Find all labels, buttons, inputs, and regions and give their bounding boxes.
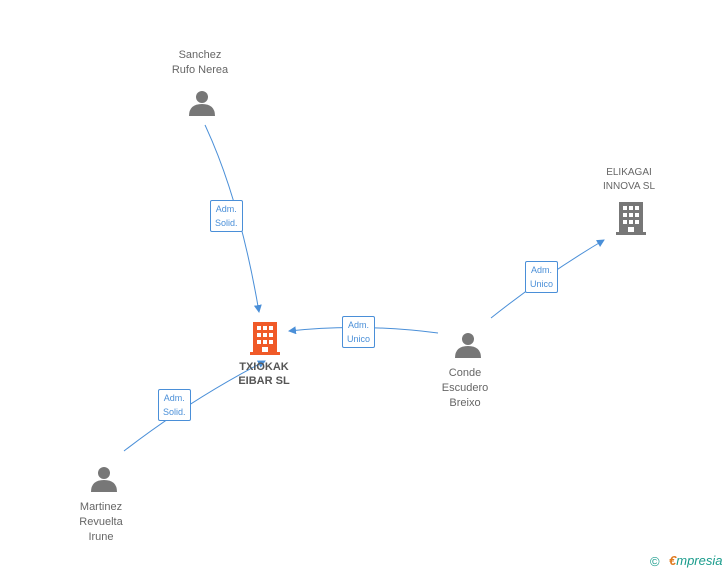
brand-initial: € bbox=[669, 553, 677, 568]
company-name-line1: ELIKAGAI bbox=[606, 167, 652, 178]
person-name-line2: Revuelta bbox=[79, 516, 123, 528]
person-icon[interactable] bbox=[187, 88, 217, 118]
main-company-label[interactable]: TXIOKAK EIBAR SL bbox=[224, 360, 304, 388]
company-name-line1: TXIOKAK bbox=[239, 361, 289, 373]
edge-role-line1: Adm. bbox=[531, 265, 553, 275]
company-label-elikagai[interactable]: ELIKAGAI INNOVA SL bbox=[584, 166, 674, 194]
edge-role-line1: Adm. bbox=[163, 393, 185, 403]
main-company-building-icon[interactable] bbox=[249, 320, 281, 356]
building-icon[interactable] bbox=[615, 200, 647, 236]
person-icon[interactable] bbox=[89, 464, 119, 494]
edge-label-sanchez-txiokak[interactable]: Adm. Solid. bbox=[210, 200, 243, 232]
company-name-line2: EIBAR SL bbox=[238, 375, 290, 387]
edge-role-line2: Unico bbox=[530, 279, 554, 289]
person-name-line3: Irune bbox=[88, 531, 114, 543]
edge-martinez-txiokak bbox=[123, 360, 266, 452]
edge-role-line1: Adm. bbox=[215, 204, 237, 214]
person-label-sanchez[interactable]: Sanchez Rufo Nerea bbox=[160, 48, 240, 78]
empresia-logo[interactable]: €mpresia bbox=[669, 553, 722, 568]
person-label-martinez[interactable]: Martinez Revuelta Irune bbox=[61, 500, 141, 545]
person-name-line2: Escudero bbox=[441, 382, 489, 394]
person-label-conde[interactable]: Conde Escudero Breixo bbox=[425, 366, 505, 411]
edge-role-line2: Solid. bbox=[163, 407, 186, 417]
copyright-symbol: © bbox=[650, 554, 660, 569]
company-name-line2: INNOVA SL bbox=[602, 181, 656, 192]
person-name-line1: Martinez bbox=[79, 501, 123, 513]
person-name-line3: Breixo bbox=[449, 397, 481, 409]
edge-role-line2: Solid. bbox=[215, 218, 238, 228]
person-name-line1: Conde bbox=[448, 367, 482, 379]
person-name-line2: Rufo Nerea bbox=[171, 64, 229, 76]
person-icon[interactable] bbox=[453, 330, 483, 360]
edge-label-conde-txiokak[interactable]: Adm. Unico bbox=[342, 316, 376, 348]
edge-role-line1: Adm. bbox=[348, 320, 370, 330]
edge-role-line2: Unico bbox=[347, 334, 371, 344]
edge-label-martinez-txiokak[interactable]: Adm. Solid. bbox=[158, 389, 191, 421]
person-name-line1: Sanchez bbox=[178, 49, 222, 61]
edge-label-conde-elikagai[interactable]: Adm. Unico bbox=[525, 261, 559, 293]
brand-text: mpresia bbox=[676, 553, 723, 568]
